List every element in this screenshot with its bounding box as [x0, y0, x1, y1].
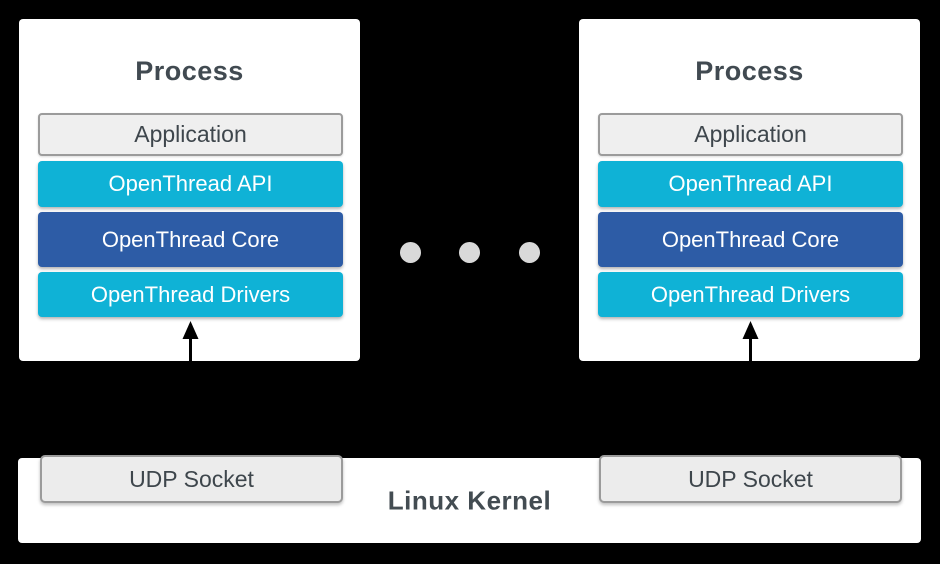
layer-application: Application	[598, 113, 903, 156]
layer-openthread-drivers: OpenThread Drivers	[598, 272, 903, 317]
process-box-right: Process Application OpenThread API OpenT…	[579, 19, 920, 460]
ellipsis-dot	[459, 242, 480, 263]
process-title: Process	[695, 56, 804, 86]
ellipsis-dot	[400, 242, 421, 263]
layer-openthread-drivers: OpenThread Drivers	[38, 272, 343, 317]
udp-socket-right: UDP Socket	[599, 455, 902, 503]
process-box-left: Process Application OpenThread API OpenT…	[19, 19, 360, 460]
layer-openthread-core: OpenThread Core	[38, 212, 343, 267]
layer-application: Application	[38, 113, 343, 156]
ellipsis-dot	[519, 242, 540, 263]
layer-openthread-core: OpenThread Core	[598, 212, 903, 267]
layer-openthread-api: OpenThread API	[38, 161, 343, 207]
layer-openthread-api: OpenThread API	[598, 161, 903, 207]
kernel-label: Linux Kernel	[387, 485, 552, 515]
up-arrow-icon	[182, 321, 199, 460]
udp-socket-left: UDP Socket	[40, 455, 343, 503]
up-arrow-icon	[742, 321, 759, 460]
kernel-box: Linux Kernel UDP Socket UDP Socket	[18, 455, 921, 543]
process-title: Process	[135, 56, 244, 86]
